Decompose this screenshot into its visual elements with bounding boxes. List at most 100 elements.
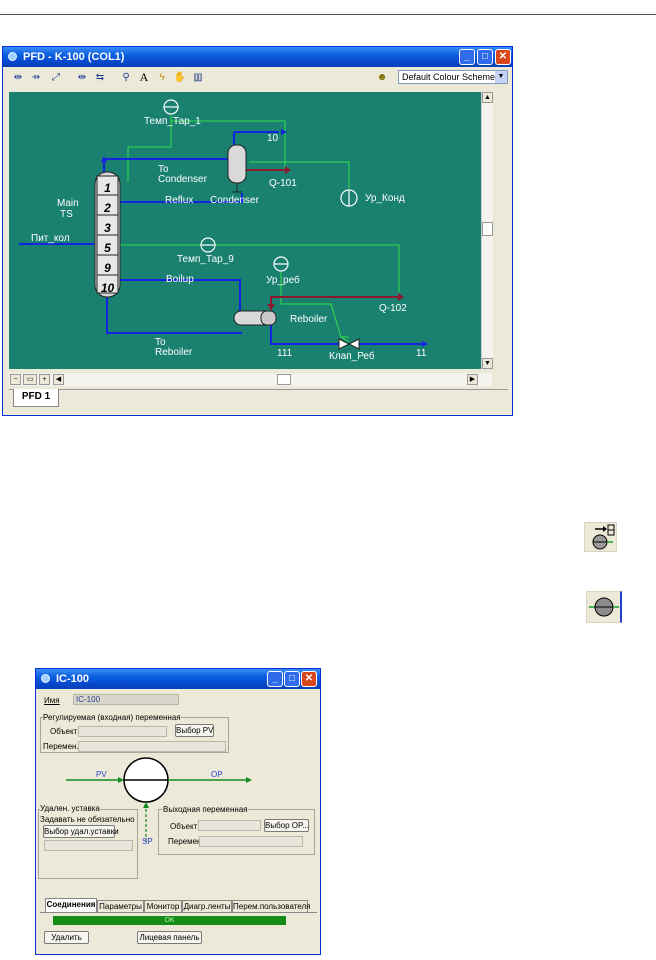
attach-icon[interactable]: ⇹	[13, 72, 23, 83]
close-button[interactable]: ✕	[301, 671, 317, 687]
condenser-vessel[interactable]	[227, 144, 247, 193]
tab-user-variables[interactable]: Перем.пользователя	[232, 900, 311, 912]
label-main[interactable]: Main	[57, 198, 79, 209]
tab-strip-charts[interactable]: Диагр.ленты	[182, 900, 232, 912]
tray-label: 1	[104, 181, 111, 195]
window-icon	[8, 52, 17, 61]
ic-title: IC-100	[56, 673, 90, 685]
close-button[interactable]: ✕	[495, 49, 511, 65]
pfd-titlebar[interactable]: PFD - K-100 (COL1) _ □ ✕	[3, 47, 512, 67]
chevron-down-icon[interactable]: ▼	[495, 71, 507, 83]
scroll-left-icon[interactable]: ◀	[53, 374, 64, 385]
op-variable-field[interactable]	[199, 836, 303, 847]
scroll-up-icon[interactable]: ▲	[482, 92, 493, 103]
auto-position-icon[interactable]: ⇹	[77, 72, 87, 83]
output-object-label: Объект	[170, 822, 198, 831]
material-streams	[19, 131, 424, 345]
label-stream-111[interactable]: 111	[277, 348, 293, 359]
remote-sp-field[interactable]	[44, 840, 133, 851]
scheme-icon: ☻	[376, 72, 388, 83]
vertical-scrollbar[interactable]: ▲ ▼	[481, 92, 493, 369]
delete-button[interactable]: Удалить	[44, 931, 89, 944]
minimize-button[interactable]: _	[459, 49, 475, 65]
label-reboiler[interactable]: Reboiler	[290, 314, 328, 325]
label-condenser[interactable]: Condenser	[210, 195, 259, 206]
controller-object-icon[interactable]	[586, 591, 622, 623]
tray-label: 10	[100, 281, 115, 295]
swap-icon[interactable]: ⇆	[95, 72, 105, 83]
maximize-button[interactable]: □	[284, 671, 300, 687]
flash-icon[interactable]: ϟ	[159, 72, 165, 83]
horizontal-scrollbar[interactable]: − ▭ + ◀ ▶	[9, 373, 492, 386]
tab-parameters[interactable]: Параметры	[97, 900, 144, 912]
label-valve[interactable]: Клап_Реб	[329, 351, 375, 362]
energy-markers	[267, 166, 404, 310]
remote-sp-label: Удален. уставка	[40, 804, 100, 813]
name-label: Имя	[44, 696, 60, 705]
minimize-button[interactable]: _	[267, 671, 283, 687]
label-to-reboiler-1[interactable]: To	[155, 337, 166, 348]
object-palette-icon[interactable]: ▥	[193, 72, 203, 83]
pv-variable-field[interactable]	[78, 741, 226, 752]
select-op-button[interactable]: Выбор OP...	[264, 819, 309, 832]
label-q101[interactable]: Q-101	[269, 178, 297, 189]
label-to-condenser-1[interactable]: To	[158, 164, 169, 175]
h-scroll-thumb[interactable]	[277, 374, 291, 385]
label-to-reboiler-2[interactable]: Reboiler	[155, 347, 193, 358]
label-temp-9[interactable]: Темп_Тар_9	[177, 254, 234, 265]
label-icon[interactable]: A	[139, 70, 149, 84]
column-trays: 1 2 3 5 9 10	[97, 178, 118, 298]
stream-labels: Темп_Тар_1 10 To Condenser Q-101 Reflux …	[9, 92, 481, 369]
object-label: Объект:	[50, 727, 80, 736]
tray-label: 9	[104, 261, 111, 275]
scroll-right-icon[interactable]: ▶	[467, 374, 478, 385]
label-level-cond[interactable]: Ур_Конд	[365, 193, 405, 204]
tab-pfd-1[interactable]: PFD 1	[13, 389, 59, 407]
tab-monitor[interactable]: Монитор	[144, 900, 182, 912]
ic-titlebar[interactable]: IC-100 _ □ ✕	[36, 669, 320, 689]
ic-window: IC-100 _ □ ✕ Имя IC-100 Регулируемая (вх…	[35, 668, 321, 955]
distillation-column[interactable]	[94, 171, 121, 298]
tray-label: 5	[104, 241, 111, 255]
op-object-field[interactable]	[198, 820, 261, 831]
pfd-window: PFD - K-100 (COL1) _ □ ✕ ⇹ ⇸ ⤢ ⇹ ⇆ ⚲ A ϟ…	[2, 46, 513, 416]
label-feed[interactable]: Пит_кол	[31, 233, 70, 244]
valve-icon[interactable]	[338, 338, 360, 350]
sp-arrow-label: SP	[142, 837, 153, 846]
pfd-canvas[interactable]: 1 2 3 5 9 10 Темп_Тар_1 10 To Condenser …	[9, 92, 481, 369]
variable-label: Перемен.	[43, 742, 79, 751]
label-level-reb[interactable]: Ур_реб	[266, 275, 300, 286]
faceplate-button[interactable]: Лицевая панель	[137, 931, 202, 944]
zoom-out-icon[interactable]: −	[10, 374, 21, 385]
op-arrow-label: OP	[211, 770, 223, 779]
scroll-thumb[interactable]	[482, 222, 493, 236]
zoom-fit-icon[interactable]: ▭	[23, 374, 37, 385]
select-pv-button[interactable]: Выбор PV	[175, 724, 214, 737]
tray-label: 3	[104, 221, 111, 235]
scroll-down-icon[interactable]: ▼	[482, 358, 493, 369]
label-stream-11[interactable]: 11	[416, 348, 427, 359]
size-icon[interactable]: ⤢	[52, 72, 60, 83]
label-stream-10[interactable]: 10	[267, 133, 279, 144]
controller-palette-button[interactable]	[584, 522, 617, 552]
controller-diagram	[66, 757, 252, 842]
maximize-button[interactable]: □	[477, 49, 493, 65]
tab-connections[interactable]: Соединения	[45, 898, 97, 912]
label-boilup[interactable]: Boilup	[166, 274, 194, 285]
palette-icon[interactable]: ✋	[173, 72, 187, 83]
label-q102[interactable]: Q-102	[379, 303, 407, 314]
colour-scheme-select[interactable]: Default Colour Scheme ▼	[398, 70, 508, 84]
controller-icons[interactable]	[163, 99, 358, 272]
name-field[interactable]: IC-100	[73, 694, 179, 705]
pv-object-field[interactable]	[78, 726, 167, 737]
label-to-condenser-2[interactable]: Condenser	[158, 174, 207, 185]
break-icon[interactable]: ⇸	[31, 72, 41, 83]
label-ts[interactable]: TS	[60, 209, 73, 220]
label-reflux[interactable]: Reflux	[165, 195, 194, 206]
label-temp-top[interactable]: Темп_Тар_1	[144, 116, 201, 127]
reboiler-vessel[interactable]	[233, 310, 277, 326]
zoom-in-icon[interactable]: +	[39, 374, 50, 385]
select-remote-sp-button[interactable]: Выбор удал.уставки	[43, 825, 119, 838]
zoom-icon[interactable]: ⚲	[122, 72, 130, 83]
colour-scheme-value: Default Colour Scheme	[402, 72, 496, 82]
